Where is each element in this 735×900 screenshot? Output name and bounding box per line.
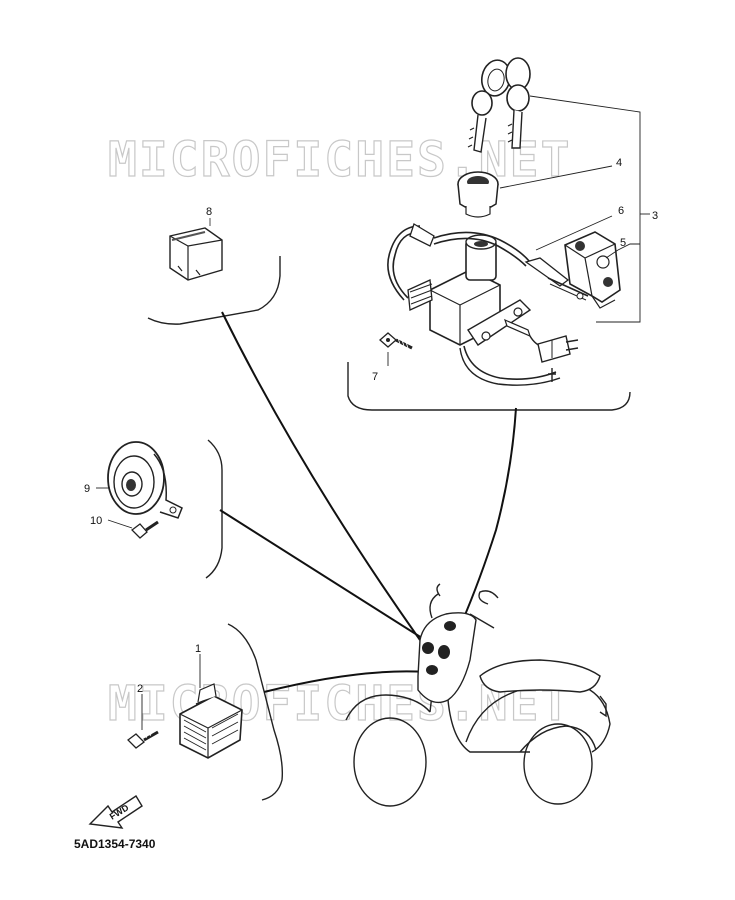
leader-lines-group-1 — [141, 654, 201, 730]
seat-lock-cable-part-6[interactable] — [524, 257, 589, 301]
watermark-top: MICROFICHES.NET — [108, 132, 571, 188]
callout-5: 5 — [620, 237, 626, 249]
scooter-part-locations — [422, 621, 456, 675]
relay-part-8[interactable] — [169, 218, 223, 281]
leader-lines-group-3 — [387, 95, 650, 366]
horn-part-9[interactable] — [107, 441, 183, 519]
connector-and-wires — [459, 335, 579, 386]
key-cylinder-cap-part-4[interactable] — [457, 171, 499, 218]
forward-direction-arrow: FWD — [88, 795, 143, 829]
location-lines — [219, 311, 517, 693]
seat-lock-part-5[interactable] — [564, 231, 621, 309]
callout-6: 6 — [618, 205, 624, 217]
screw-part-10[interactable] — [131, 520, 159, 539]
callout-4: 4 — [616, 157, 622, 169]
callout-9: 9 — [84, 483, 90, 495]
key-set[interactable] — [467, 57, 531, 153]
screw-part-7[interactable] — [379, 332, 413, 350]
callout-3: 3 — [652, 210, 658, 222]
diagram-code: 5AD1354-7340 — [74, 837, 156, 851]
callout-2: 2 — [137, 683, 143, 695]
callout-1: 1 — [195, 643, 201, 655]
callout-10: 10 — [90, 515, 102, 527]
bracket-9 — [205, 439, 223, 579]
leader-lines-group-9 — [96, 487, 133, 529]
rectifier-part-1[interactable] — [179, 683, 243, 759]
bracket-3 — [347, 362, 631, 411]
callout-8: 8 — [206, 206, 212, 218]
callout-7: 7 — [372, 371, 378, 383]
main-switch-body[interactable] — [387, 223, 532, 346]
screw-part-2[interactable] — [127, 730, 159, 749]
bracket-8 — [147, 256, 281, 325]
bracket-1 — [227, 623, 284, 801]
